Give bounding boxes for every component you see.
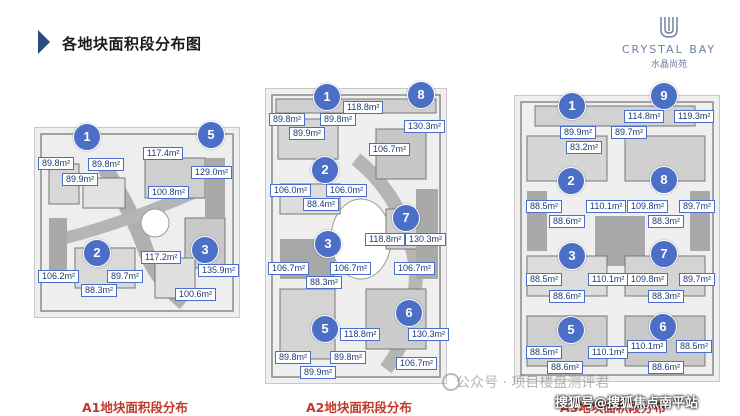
unit-circle-6: 6: [649, 313, 677, 341]
area-tag: 106.7m²: [369, 143, 411, 156]
area-tag: 106.0m²: [270, 184, 312, 197]
unit-circle-7: 7: [650, 240, 678, 268]
logo-cn-name: 水晶尚苑: [650, 60, 687, 70]
source-credit: 搜狐号@搜狐焦点南平站: [555, 396, 699, 411]
area-tag: 89.7m²: [679, 200, 716, 213]
area-tag: 114.8m²: [624, 110, 665, 123]
area-tag: 88.3m²: [306, 276, 343, 289]
unit-circle-3: 3: [558, 242, 586, 270]
unit-circle-5: 5: [197, 121, 225, 149]
area-tag: 88.6m²: [549, 290, 586, 303]
unit-circle-8: 8: [407, 81, 435, 109]
page-title: 各地块面积段分布图: [62, 35, 202, 53]
area-tag: 88.5m²: [676, 340, 713, 353]
unit-circle-7: 7: [392, 204, 420, 232]
watermark-text: 公众号 · 项目楼盘测评君: [456, 375, 610, 391]
a1-caption: A1地块面积段分布: [82, 400, 188, 415]
wechat-icon: [442, 373, 460, 391]
area-tag: 130.3m²: [405, 233, 447, 246]
area-tag: 106.0m²: [326, 184, 368, 197]
unit-circle-2: 2: [83, 239, 111, 267]
area-tag: 109.8m²: [627, 200, 669, 213]
area-tag: 89.9m²: [560, 126, 597, 139]
area-tag: 88.3m²: [648, 215, 685, 228]
unit-circle-1: 1: [73, 123, 101, 151]
a2-caption: A2地块面积段分布: [306, 400, 412, 415]
area-tag: 129.0m²: [191, 166, 233, 179]
area-tag: 110.1m²: [627, 340, 668, 353]
area-tag: 110.1m²: [588, 273, 629, 286]
unit-circle-6: 6: [395, 299, 423, 327]
area-tag: 110.1m²: [588, 346, 629, 359]
area-tag: 118.8m²: [340, 328, 381, 341]
area-tag: 100.8m²: [148, 186, 190, 199]
area-tag: 89.7m²: [611, 126, 648, 139]
area-tag: 106.7m²: [396, 357, 438, 370]
area-tag: 89.8m²: [88, 158, 125, 171]
unit-circle-9: 9: [650, 82, 678, 110]
area-tag: 88.4m²: [303, 198, 340, 211]
area-tag: 106.7m²: [394, 262, 436, 275]
unit-circle-1: 1: [558, 92, 586, 120]
area-tag: 88.3m²: [648, 290, 685, 303]
chevron-icon: [38, 30, 50, 54]
area-tag: 88.6m²: [549, 215, 586, 228]
area-tag: 135.9m²: [198, 264, 240, 277]
area-tag: 89.8m²: [275, 351, 312, 364]
area-tag: 118.8m²: [365, 233, 406, 246]
area-tag: 119.3m²: [674, 110, 715, 123]
area-tag: 83.2m²: [566, 141, 603, 154]
area-tag: 88.6m²: [648, 361, 685, 374]
unit-circle-5: 5: [557, 316, 585, 344]
area-tag: 89.9m²: [300, 366, 337, 379]
area-tag: 89.7m²: [679, 273, 716, 286]
logo: CRYSTAL BAY 水晶尚苑: [614, 14, 724, 84]
unit-circle-1: 1: [313, 83, 341, 111]
area-tag: 89.8m²: [330, 351, 367, 364]
unit-circle-3: 3: [191, 236, 219, 264]
area-tag: 100.6m²: [175, 288, 217, 301]
area-tag: 117.2m²: [141, 251, 182, 264]
area-tag: 88.5m²: [526, 273, 563, 286]
area-tag: 89.9m²: [62, 173, 99, 186]
area-tag: 89.8m²: [269, 113, 306, 126]
area-tag: 88.5m²: [526, 346, 563, 359]
area-tag: 89.7m²: [107, 270, 144, 283]
area-tag: 109.8m²: [627, 273, 669, 286]
area-tag: 106.2m²: [38, 270, 80, 283]
unit-circle-5: 5: [311, 315, 339, 343]
unit-circle-2: 2: [557, 167, 585, 195]
a3-caption: A3地块面积段分布: [560, 400, 666, 415]
area-tag: 88.5m²: [526, 200, 563, 213]
logo-brand: CRYSTAL BAY: [621, 43, 717, 56]
crystal-bay-logo-icon: [660, 17, 678, 38]
unit-circle-2: 2: [311, 156, 339, 184]
unit-circle-8: 8: [650, 166, 678, 194]
area-tag: 106.7m²: [268, 262, 310, 275]
area-tag: 88.3m²: [81, 284, 118, 297]
area-tag: 117.4m²: [143, 147, 184, 160]
area-tag: 110.1m²: [586, 200, 627, 213]
area-tag: 130.3m²: [404, 120, 446, 133]
area-tag: 89.8m²: [320, 113, 357, 126]
unit-circle-3: 3: [314, 230, 342, 258]
area-tag: 88.6m²: [547, 361, 584, 374]
area-tag: 106.7m²: [330, 262, 372, 275]
area-tag: 89.9m²: [289, 127, 326, 140]
area-tag: 130.3m²: [408, 328, 450, 341]
area-tag: 89.8m²: [38, 157, 75, 170]
area-tag: 118.8m²: [343, 101, 384, 114]
